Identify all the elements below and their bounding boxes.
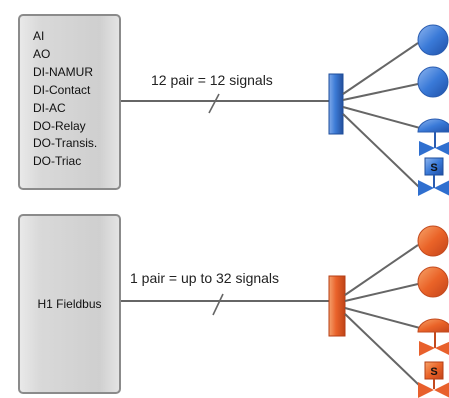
conventional-io-box: AI AO DI-NAMUR DI-Contact DI-AC DO-Relay…	[18, 14, 121, 190]
control-valve-icon-bottom	[417, 318, 449, 356]
solenoid-mark-top: S	[430, 162, 437, 174]
signal-type-item: DI-NAMUR	[33, 64, 93, 79]
signal-type-list: AI AO DI-NAMUR DI-Contact DI-AC DO-Relay…	[20, 16, 119, 171]
spurs-bottom	[344, 244, 421, 387]
cable-slash-top	[208, 93, 220, 114]
transmitter-icon-top-1	[417, 24, 449, 56]
fieldbus-label: H1 Fieldbus	[37, 297, 102, 311]
signal-type-item: AO	[33, 46, 51, 61]
signal-type-item: DO-Transis.	[33, 136, 98, 151]
signal-type-item: DO-Triac	[33, 154, 82, 169]
transmitter-icon-bottom-1	[417, 225, 449, 257]
fieldbus-box: H1 Fieldbus	[18, 214, 121, 394]
junction-box-bottom	[328, 275, 346, 337]
control-valve-icon-top	[417, 118, 449, 156]
cable-label-top: 12 pair = 12 signals	[151, 72, 273, 88]
signal-type-item: AI	[33, 29, 45, 43]
signal-type-item: DI-Contact	[33, 82, 91, 97]
solenoid-valve-icon-top	[418, 157, 449, 196]
spurs-top	[342, 42, 421, 189]
solenoid-mark-bottom: S	[430, 366, 437, 378]
transmitter-icon-top-2	[417, 66, 449, 98]
transmitter-icon-bottom-2	[417, 266, 449, 298]
solenoid-valve-icon-bottom	[418, 361, 449, 398]
cable-label-bottom: 1 pair = up to 32 signals	[130, 270, 280, 286]
cable-slash-bottom	[212, 293, 224, 316]
signal-type-item: DI-AC	[33, 100, 66, 115]
junction-box-top	[328, 73, 344, 135]
signal-type-item: DO-Relay	[33, 118, 86, 133]
